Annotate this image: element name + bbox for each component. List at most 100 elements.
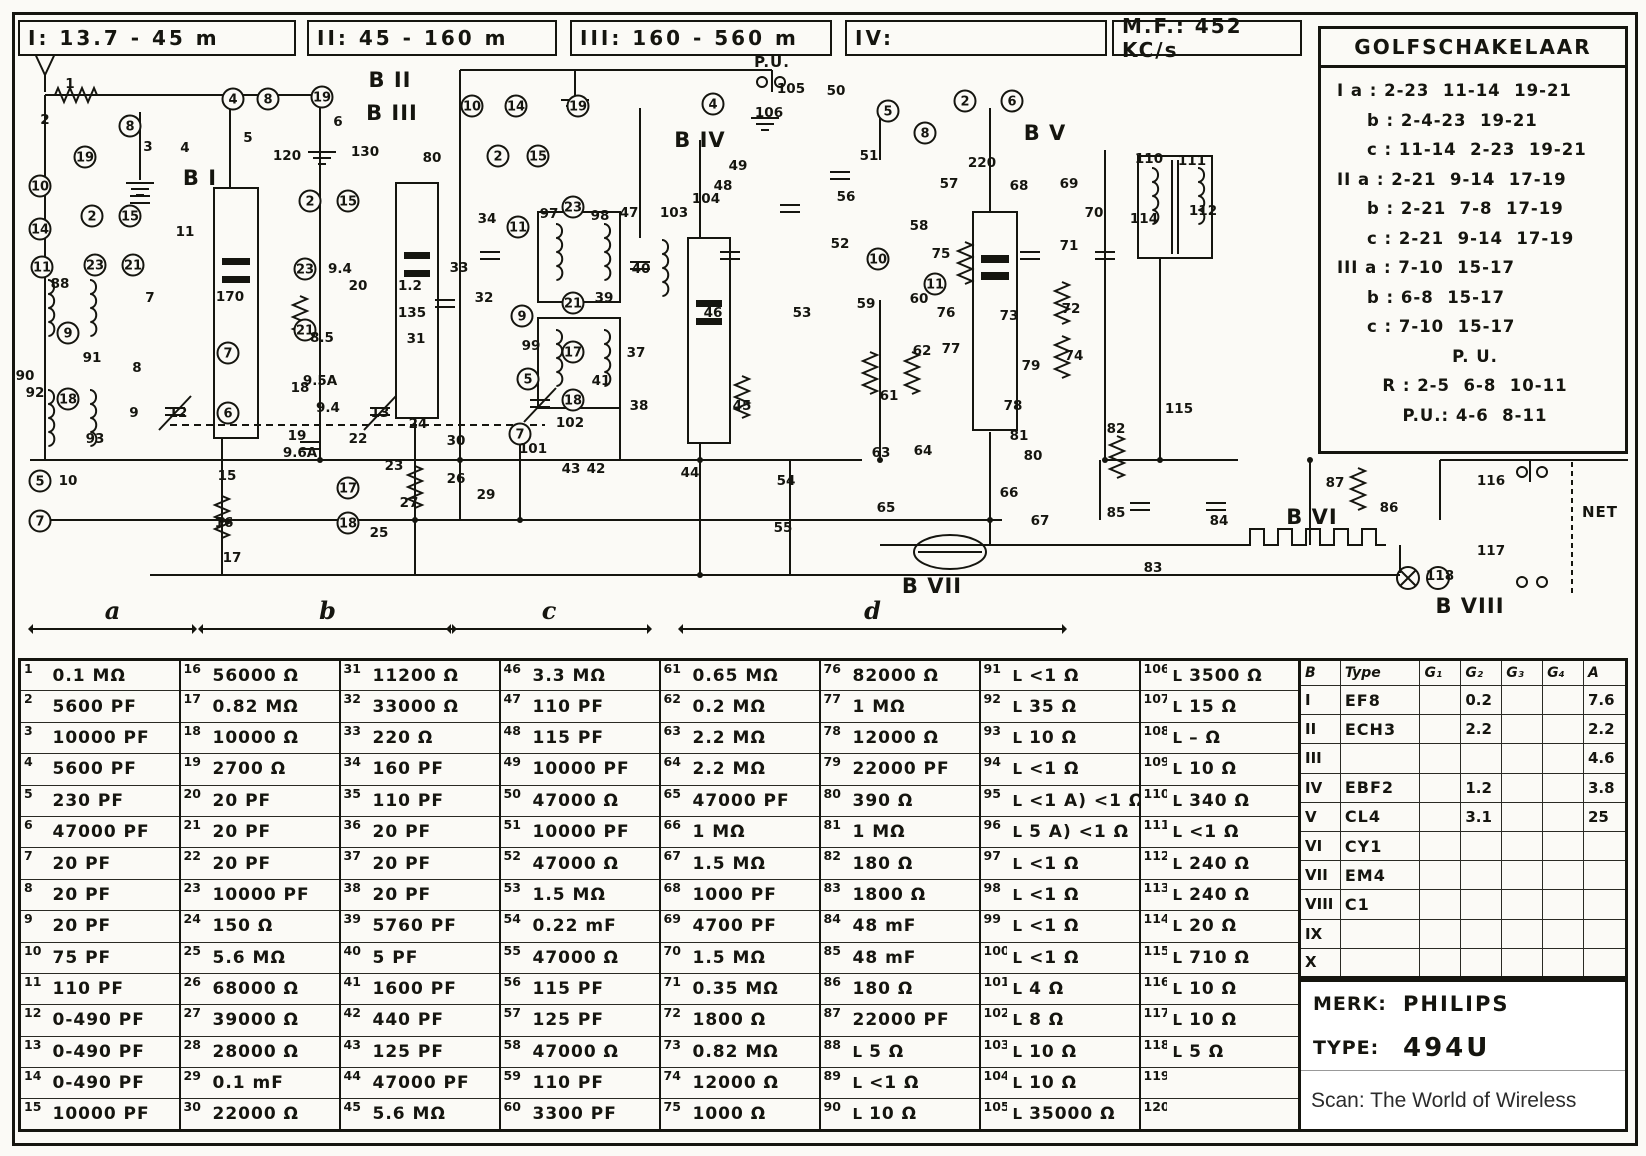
part-number: 114	[1138, 910, 1167, 943]
part-number: 112	[1138, 847, 1167, 880]
part-number: 74	[658, 1067, 687, 1100]
part-number: 3	[18, 722, 47, 755]
part-number: 56	[498, 973, 527, 1006]
part-number: 110	[1138, 785, 1167, 817]
switch-table-line: b : 6-8 15-17	[1367, 287, 1505, 307]
part-value: 2700 Ω	[206, 753, 340, 786]
part-number: 71	[658, 973, 687, 1006]
part-value: 1000 Ω	[692, 1104, 767, 1125]
section-underline	[678, 624, 1067, 634]
tube-current	[1419, 772, 1462, 803]
part-value: L<1 Ω	[1006, 910, 1140, 943]
tube-current	[1419, 860, 1462, 891]
inductor-flag: L	[1012, 948, 1024, 967]
part-number: 34	[338, 753, 367, 786]
tube-current	[1460, 860, 1503, 891]
part-value: 0.65 MΩ	[686, 659, 820, 692]
part-number: 49	[498, 753, 527, 786]
band-range-i: I: 13.7 - 45 m	[18, 20, 296, 56]
tube-current	[1419, 684, 1462, 716]
part-value: 1 MΩ	[846, 690, 980, 723]
part-number: 100	[978, 942, 1007, 974]
part-value: 180 Ω	[846, 847, 980, 880]
part-number: 32	[338, 690, 367, 723]
tube-stage: III	[1299, 743, 1341, 774]
inductor-flag: L	[1172, 854, 1184, 873]
part-number: 61	[658, 659, 687, 692]
inductor-flag: L	[1012, 917, 1024, 936]
part-number: 37	[338, 847, 367, 880]
part-value: 0.1 mF	[206, 1067, 340, 1100]
tube-type	[1339, 918, 1421, 949]
tube-current	[1501, 918, 1544, 949]
part-number: 52	[498, 847, 527, 880]
part-value: 22000 PF	[846, 1004, 980, 1037]
part-value: 20 PF	[206, 785, 340, 817]
tube-current: 7.6	[1582, 684, 1628, 716]
tube-current	[1501, 860, 1544, 891]
part-number: 40	[338, 942, 367, 974]
part-number: 26	[178, 973, 207, 1006]
part-value: 110 PF	[526, 690, 660, 723]
part-value: 0-490 PF	[46, 1036, 180, 1069]
tube-current	[1542, 743, 1584, 774]
tube-current	[1582, 918, 1628, 949]
part-number: 38	[338, 879, 367, 912]
part-value: 5 PF	[366, 942, 500, 974]
inductor-flag: L	[1172, 823, 1184, 842]
inductor-flag: L	[1012, 791, 1024, 810]
tube-current: 2.2	[1460, 714, 1503, 745]
part-number: 73	[658, 1036, 687, 1069]
tube-current	[1501, 889, 1544, 920]
intermediate-frequency: M.F.: 452 KC/s	[1112, 14, 1302, 62]
band-range-ii: II: 45 - 160 m	[307, 20, 557, 56]
part-number: 69	[658, 910, 687, 943]
inductor-flag: L	[1172, 760, 1184, 779]
part-number: 27	[178, 1004, 207, 1037]
switch-table-line: b : 2-4-23 19-21	[1367, 110, 1538, 130]
part-number: 22	[178, 847, 207, 880]
part-number: 11	[18, 973, 47, 1006]
tube-column-header: Type	[1339, 659, 1421, 686]
tube-row: X	[1299, 947, 1628, 979]
part-value: 0-490 PF	[46, 1004, 180, 1037]
tube-current	[1419, 947, 1462, 979]
part-number: 17	[178, 690, 207, 723]
switch-table-line: I a : 2-23 11-14 19-21	[1337, 81, 1572, 100]
section-strip: a b c d	[0, 598, 1120, 656]
part-value: 5600 PF	[46, 690, 180, 723]
part-value: 2.2 MΩ	[686, 753, 820, 786]
part-value: 47000 Ω	[526, 942, 660, 974]
inductor-flag: L	[852, 1074, 864, 1093]
tube-stage: II	[1299, 714, 1341, 745]
part-value: 10000 PF	[526, 753, 660, 786]
part-number: 88	[818, 1036, 847, 1069]
tube-current: 1.2	[1460, 772, 1503, 803]
part-value: 22000 Ω	[212, 1104, 300, 1125]
tube-stage: IV	[1299, 772, 1341, 803]
tube-current	[1501, 743, 1544, 774]
tube-row: IX	[1299, 918, 1628, 949]
part-number: 43	[338, 1036, 367, 1069]
part-value: 115 PF	[526, 722, 660, 755]
part-value	[1167, 1099, 1300, 1131]
brand-type-row: TYPE: 494U	[1301, 1026, 1625, 1070]
tube-current	[1582, 889, 1628, 920]
part-value: L<1 A) <1 Ω	[1006, 785, 1140, 817]
part-number: 12	[18, 1004, 47, 1037]
part-value: 47000 PF	[686, 785, 820, 817]
part-value: 1.5 MΩ	[686, 942, 820, 974]
inductor-flag: L	[1172, 980, 1184, 999]
part-value: L<1 Ω	[1006, 659, 1140, 692]
tube-current	[1582, 830, 1628, 862]
part-number: 105	[978, 1098, 1007, 1131]
